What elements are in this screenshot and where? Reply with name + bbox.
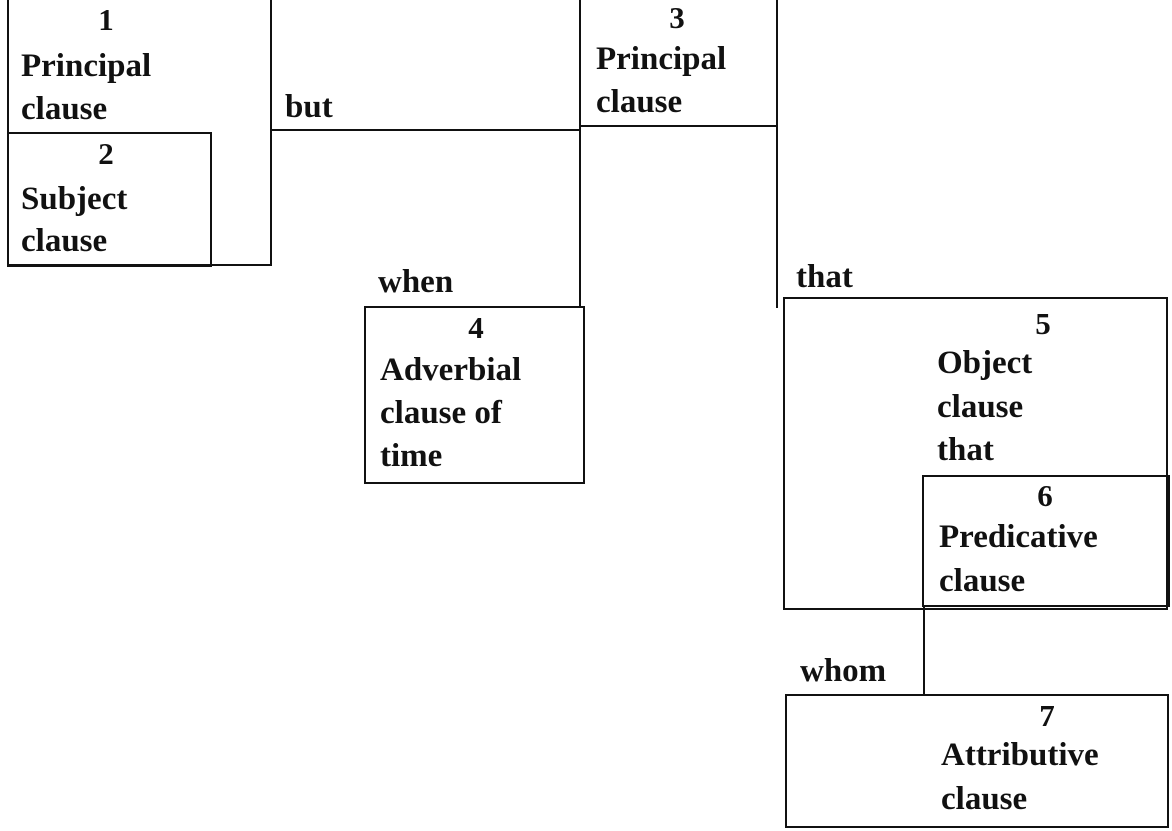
clause-2-number: 2 [98,136,114,171]
clause-6-label-line-2: clause [939,563,1026,599]
clause-7-label-line-2: clause [941,781,1028,817]
clause-1-label-line-2: clause [21,91,108,127]
clause-3-label-line-1: Principal [596,41,727,77]
clause-4-number: 4 [468,310,484,345]
clause-5-number: 5 [1035,306,1051,341]
clause-5-label-line-3: that [937,432,994,468]
whom-link-line [923,606,925,696]
clause-7-number: 7 [1039,698,1055,733]
clause-6-number: 6 [1037,478,1053,513]
clause-3-label-line-2: clause [596,84,683,120]
connector-that: that [796,259,853,295]
clause-4-label-line-2: clause of [380,395,502,431]
connector-whom: whom [800,653,887,689]
clause-6-label-line-1: Predicative [939,519,1098,555]
clause-5-box [783,297,1168,610]
connector-when: when [378,264,454,300]
clause-2-box [7,132,212,267]
connector-but: but [285,89,333,125]
clause-5-label-line-2: clause [937,389,1024,425]
clause-6-box [922,475,1170,607]
clause-7-box [785,694,1169,828]
clause-4-box [364,306,585,484]
clause-3-right-line [776,0,778,308]
clause-1-label-line-1: Principal [21,48,152,84]
clause-1-number: 1 [98,2,114,37]
clause-2-label-line-1: Subject [21,181,128,217]
clause-3-bottom-line [579,125,778,127]
clause-7-label-line-1: Attributive [941,737,1099,773]
clause-4-label-line-1: Adverbial [380,352,522,388]
clause-3-left-line [579,0,581,308]
but-link-line [271,129,581,131]
clause-4-label-line-3: time [380,438,443,474]
clause-5-label-line-1: Object [937,345,1033,381]
clause-2-label-line-2: clause [21,223,108,259]
clause-3-number: 3 [669,0,685,35]
